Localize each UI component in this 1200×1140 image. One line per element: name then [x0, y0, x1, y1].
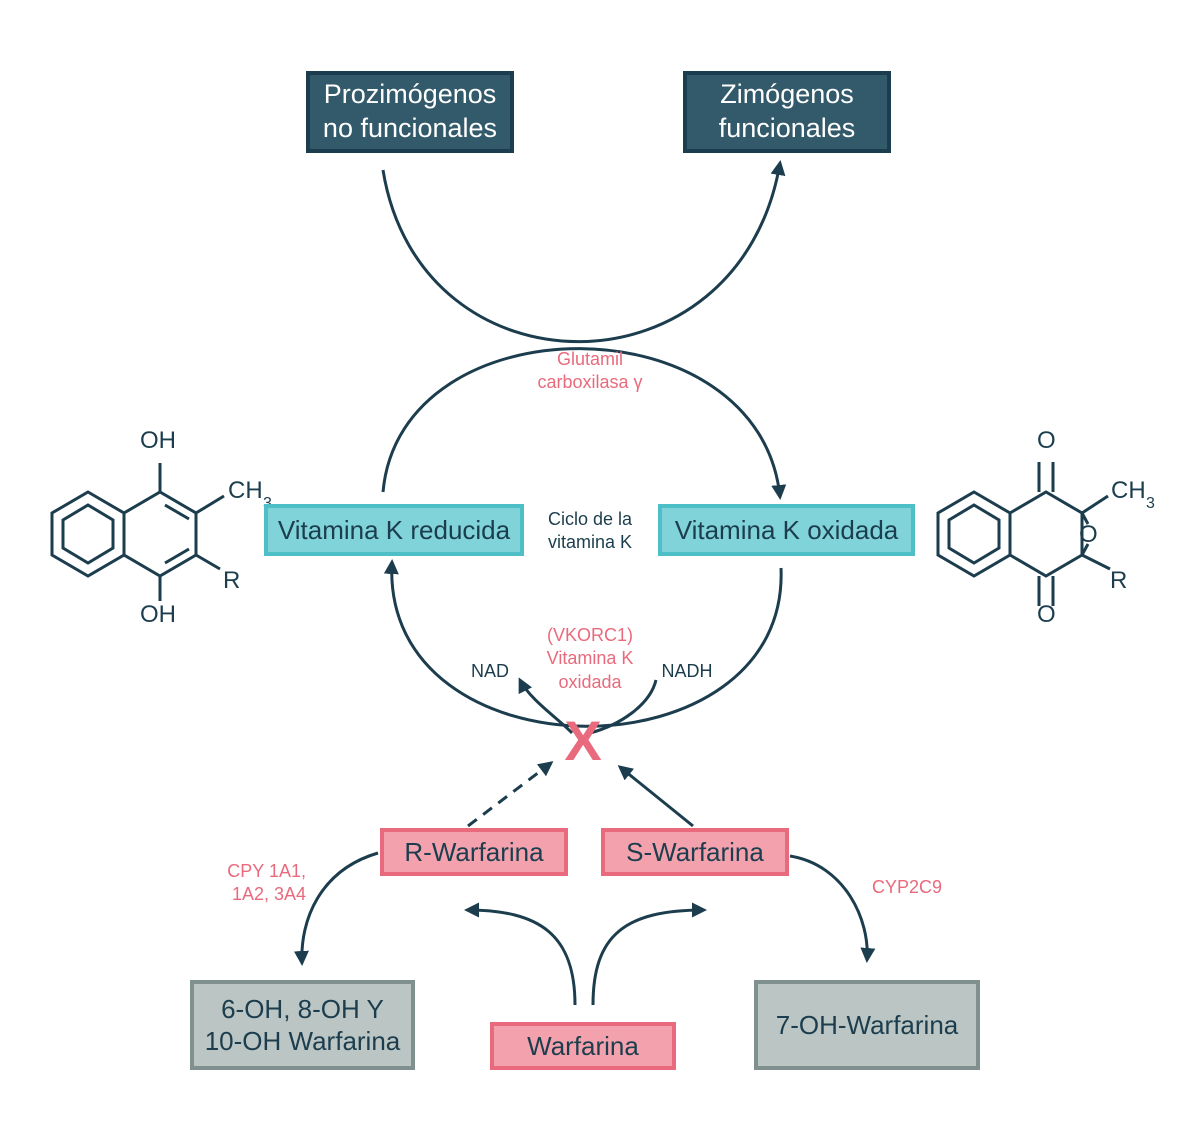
oxidized-methyl: CH: [1111, 477, 1146, 504]
vkorc1-line-1: (VKORC1): [546, 625, 633, 645]
cyp2c9-label: CYP2C9: [872, 876, 972, 899]
ciclo-line-2: vitamina K: [547, 532, 633, 553]
reduced-r-group: R: [223, 567, 240, 594]
prozimogenos-box: Prozimógenos no funcionales: [306, 71, 514, 153]
nadh-label: NADH: [652, 660, 722, 683]
warfarina-to-s-arrow: [591, 902, 707, 1006]
inhibition-mark: X: [564, 709, 601, 772]
s-warfarina-box: S-Warfarina: [601, 828, 789, 876]
oxidized-r-group: R: [1110, 567, 1127, 594]
r-metabolites-line-1: 6-OH, 8-OH Y: [221, 993, 384, 1024]
s-metabolite-box: 7-OH-Warfarina: [754, 980, 980, 1070]
zimogenos-line-1: Zimógenos: [720, 79, 854, 110]
prozimogenos-line-1: Prozimógenos: [323, 79, 497, 110]
oxidized-top-o: O: [1037, 427, 1056, 454]
s-metabolism-arrow: [789, 854, 876, 963]
vkorc1-line-2: Vitamina K: [546, 648, 634, 669]
oxidized-methyl-sub: 3: [1146, 495, 1155, 512]
ciclo-line-1: Ciclo de la: [547, 509, 633, 529]
cpy-line-2: 1A2, 3A4: [231, 884, 306, 905]
vitamina-k-oxidada-box: Vitamina K oxidada: [658, 504, 915, 556]
r-metabolism-arrow: [293, 851, 379, 966]
reduced-top-oh: OH: [140, 427, 176, 454]
s-metabolite-label: 7-OH-Warfarina: [775, 1009, 959, 1040]
zimogenos-box: Zimógenos funcionales: [683, 71, 891, 153]
warfarina-box: Warfarina: [490, 1022, 676, 1070]
oxidized-epoxide-o: O: [1079, 521, 1098, 548]
reduced-methyl: CH: [228, 477, 263, 504]
glutamil-carboxilasa-label: Glutamil carboxilasa γ: [500, 348, 680, 395]
nad-label: NAD: [460, 660, 520, 683]
zimogenos-line-2: funcionales: [718, 113, 856, 143]
vitamina-k-reducida-label: Vitamina K reducida: [277, 514, 511, 545]
cyp2c9-text: CYP2C9: [872, 877, 943, 897]
r-warfarina-label: R-Warfarina: [404, 836, 544, 867]
nad-text: NAD: [470, 661, 509, 681]
s-warfarina-label: S-Warfarina: [626, 836, 764, 867]
warfarina-label: Warfarina: [527, 1030, 639, 1061]
reduction-arrow: [383, 559, 783, 728]
reduced-vitamin-k-structure: [50, 463, 225, 601]
reduced-methyl-sub: 3: [263, 495, 272, 512]
cpy-line-1: CPY 1A1,: [227, 861, 306, 881]
carboxylation-arrow: [381, 347, 787, 500]
zymogen-activation-arrow: [381, 160, 786, 344]
nadh-text: NADH: [661, 661, 713, 681]
vkorc1-line-3: oxidada: [558, 671, 622, 692]
glutamil-line-2: carboxilasa γ: [537, 372, 643, 393]
oxidized-vitamin-k-structure: [936, 462, 1111, 606]
s-warfarina-inhibition-arrow: [617, 765, 694, 828]
reduced-bottom-oh: OH: [140, 601, 176, 628]
warfarina-to-r-arrow: [464, 902, 577, 1006]
r-metabolites-box: 6-OH, 8-OH Y 10-OH Warfarina: [190, 980, 415, 1070]
oxidized-bottom-o: O: [1037, 601, 1056, 628]
r-metabolites-line-2: 10-OH Warfarina: [204, 1026, 401, 1056]
vitamina-k-oxidada-label: Vitamina K oxidada: [674, 514, 899, 545]
prozimogenos-line-2: no funcionales: [322, 113, 498, 143]
nad-arrow: [518, 677, 574, 735]
r-warfarina-box: R-Warfarina: [380, 828, 568, 876]
ciclo-vitamina-k-label: Ciclo de la vitamina K: [520, 508, 660, 555]
vkorc1-label: (VKORC1) Vitamina K oxidada: [520, 624, 660, 694]
cpy-enzymes-label: CPY 1A1, 1A2, 3A4: [196, 860, 306, 907]
r-warfarina-inhibition-arrow: [467, 761, 554, 828]
nadh-arrow: [589, 679, 658, 735]
glutamil-line-1: Glutamil: [556, 349, 623, 369]
vitamina-k-reducida-box: Vitamina K reducida: [264, 504, 524, 556]
